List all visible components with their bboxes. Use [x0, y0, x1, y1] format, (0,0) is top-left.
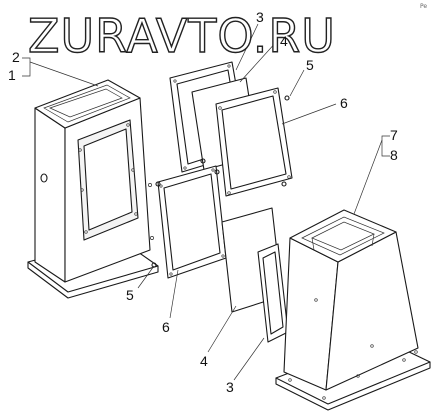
- left-cabinet-window-opening: [83, 128, 133, 231]
- lower-gasket-inner: [262, 251, 284, 335]
- callout-6-right: 6: [340, 95, 348, 111]
- callout-3-bottom: 3: [226, 379, 234, 395]
- left-cabinet-top-opening: [43, 84, 131, 123]
- right-cabinet-top: [289, 209, 397, 263]
- left-cabinet-pin: [150, 236, 154, 240]
- upper-bolts: [200, 95, 290, 187]
- leader-3-bottom: [233, 337, 265, 381]
- leader-7: [353, 139, 383, 215]
- callout-5-bottom: 5: [126, 287, 134, 303]
- lower-frame-inner: [163, 173, 221, 271]
- leader-5-top: [289, 69, 305, 97]
- left-cabinet-side-hole: [40, 173, 48, 183]
- leader-2: [29, 61, 99, 87]
- callout-2: 2: [12, 49, 20, 65]
- leader-6-bottom: [169, 269, 179, 319]
- upper-window-frame: [215, 87, 293, 197]
- right-cabinet-base-edge: [275, 361, 431, 411]
- callout-5-top: 5: [306, 57, 314, 73]
- left-cabinet-top-opening-inner: [49, 88, 123, 118]
- left-cabinet-window-bolts: [78, 123, 138, 234]
- callout-6-bottom: 6: [162, 319, 170, 335]
- leader-4-top: [239, 39, 279, 83]
- corner-mark: Pe: [420, 3, 427, 10]
- left-cabinet-pin: [148, 183, 152, 187]
- leader-6-right: [281, 103, 337, 125]
- bracket-1-2: [22, 57, 31, 77]
- watermark-text: ZURAVTO.RU: [28, 9, 336, 63]
- left-cabinet-side-face: [34, 107, 66, 283]
- leader-lines: [22, 23, 390, 381]
- callout-3-top: 3: [256, 9, 264, 25]
- callout-7: 7: [390, 127, 398, 143]
- leader-3-top: [235, 23, 259, 71]
- callout-4-top: 4: [280, 33, 288, 49]
- lower-bolts: [151, 169, 220, 268]
- callout-4-bottom: 4: [200, 353, 208, 369]
- bracket-7-8: [381, 135, 390, 157]
- right-cabinet-top-opening: [301, 216, 385, 256]
- left-cabinet-base-edge: [27, 261, 159, 299]
- callout-8: 8: [390, 147, 398, 163]
- leader-5-bottom: [137, 265, 155, 289]
- callout-1: 1: [8, 67, 16, 83]
- leader-4-bottom: [207, 305, 237, 353]
- left-cabinet-top: [34, 79, 141, 129]
- right-cabinet: [275, 209, 431, 411]
- lower-window-frame: [157, 165, 227, 279]
- left-cabinet: [27, 79, 159, 299]
- lower-gasket: [257, 243, 289, 343]
- upper-frame-inner: [221, 95, 287, 190]
